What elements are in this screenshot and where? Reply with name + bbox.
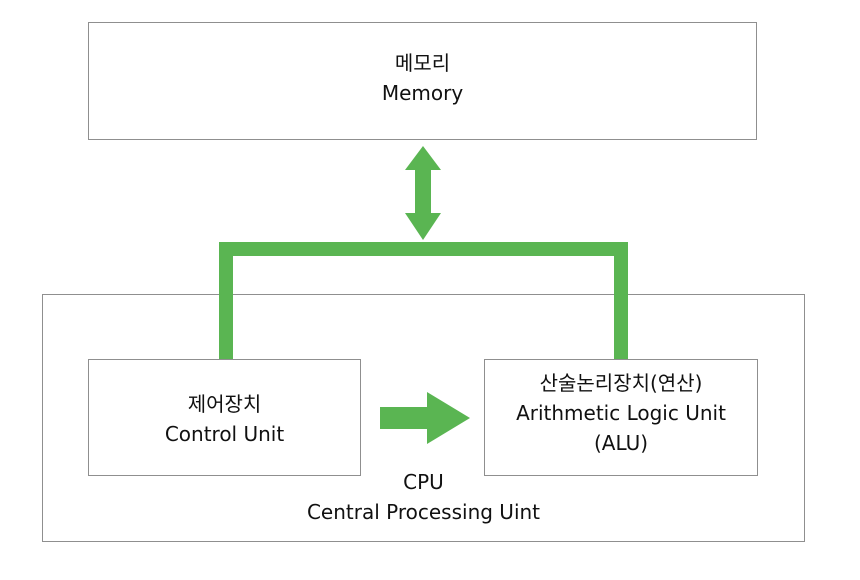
cpu-box <box>42 294 805 542</box>
alu-abbr: (ALU) <box>593 431 649 455</box>
cpu-title: CPU <box>403 470 444 494</box>
control-to-alu-arrow <box>380 392 470 444</box>
bus-line <box>219 242 628 359</box>
memory-title-en: Memory <box>381 81 464 105</box>
alu-label: 산술논리장치(연산) Arithmetic Logic Unit (ALU) <box>484 368 758 458</box>
memory-label: 메모리 Memory <box>88 48 757 108</box>
control-unit-box <box>88 359 361 476</box>
cpu-subtitle: Central Processing Uint <box>306 500 541 524</box>
control-unit-title-ko: 제어장치 <box>187 392 262 416</box>
alu-box <box>484 359 758 476</box>
memory-title-ko: 메모리 <box>394 51 451 75</box>
alu-title-ko: 산술논리장치(연산) <box>539 371 703 395</box>
control-unit-label: 제어장치 Control Unit <box>88 389 361 449</box>
memory-bus-double-arrow <box>405 146 441 240</box>
alu-title-en: Arithmetic Logic Unit <box>516 401 726 425</box>
control-unit-title-en: Control Unit <box>164 422 285 446</box>
cpu-label: CPU Central Processing Uint <box>42 467 805 527</box>
memory-box <box>88 22 757 140</box>
